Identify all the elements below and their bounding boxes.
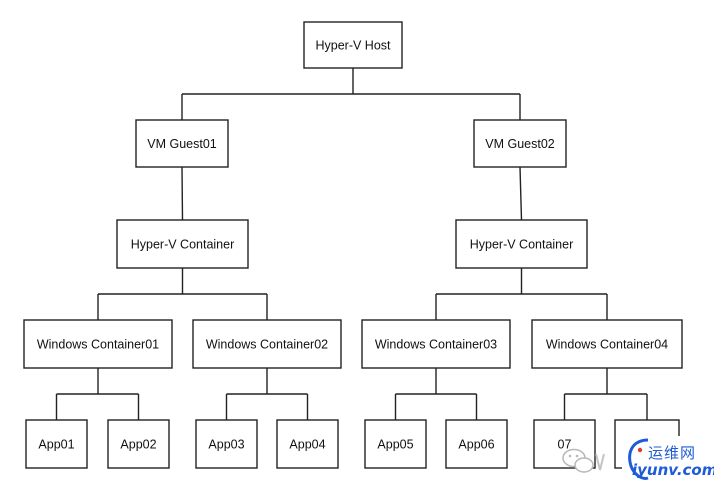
node-label: Windows Container03 [375,338,497,352]
connector-vm1-hvc1 [181,166,184,221]
node-wc1: Windows Container01 [23,319,173,369]
node-label: Windows Container04 [546,338,668,352]
node-box [455,219,588,269]
watermark-site-name: 运维网 [648,444,697,462]
node-hvc2: Hyper-V Container [455,219,588,269]
node-wc2: Windows Container02 [192,319,342,369]
connector-wc3 [394,368,478,420]
node-label: Windows Container02 [206,338,328,352]
node-box [276,419,339,469]
node-label: Hyper-V Host [315,39,391,53]
node-box [192,319,342,369]
node-label: App05 [377,438,413,452]
node-label: App03 [208,438,244,452]
node-box [445,419,508,469]
node-label: Hyper-V Container [470,238,574,252]
connector-wc4 [563,368,648,420]
watermark: 运维网 iyunv.com [560,432,714,487]
node-box [195,419,258,469]
connector-host [181,68,521,120]
watermark-site-url: iyunv.com [632,461,714,479]
node-app03: App03 [195,419,258,469]
node-label: App04 [289,438,325,452]
node-label: VM Guest01 [147,137,217,151]
connector-wc2 [225,368,309,420]
node-vm2: VM Guest02 [473,119,567,168]
connector-vm2-hvc2 [519,166,523,221]
node-app01: App01 [25,419,88,469]
node-wc3: Windows Container03 [361,319,511,369]
node-box [23,319,173,369]
site-logo-icon [628,438,649,480]
node-hvc1: Hyper-V Container [116,219,249,269]
node-app04: App04 [276,419,339,469]
connector-wc1 [55,368,140,420]
node-box [303,21,403,69]
node-vm1: VM Guest01 [135,119,229,168]
node-label: App02 [120,438,156,452]
node-app06: App06 [445,419,508,469]
node-label: Windows Container01 [37,338,159,352]
node-label: VM Guest02 [485,137,555,151]
node-box [135,119,229,168]
node-box [107,419,170,469]
node-box [361,319,511,369]
connector-hvc1 [97,268,268,320]
node-label: Hyper-V Container [131,238,235,252]
node-box [473,119,567,168]
node-box [531,319,683,369]
connector-hvc2 [435,268,608,320]
node-wc4: Windows Container04 [531,319,683,369]
node-box [25,419,88,469]
wechat-icon [562,448,605,473]
node-label: 07 [558,438,572,452]
node-app02: App02 [107,419,170,469]
node-label: App01 [38,438,74,452]
node-host: Hyper-V Host [303,21,403,69]
node-box [364,419,427,469]
node-label: App06 [458,438,494,452]
node-app05: App05 [364,419,427,469]
node-box [116,219,249,269]
